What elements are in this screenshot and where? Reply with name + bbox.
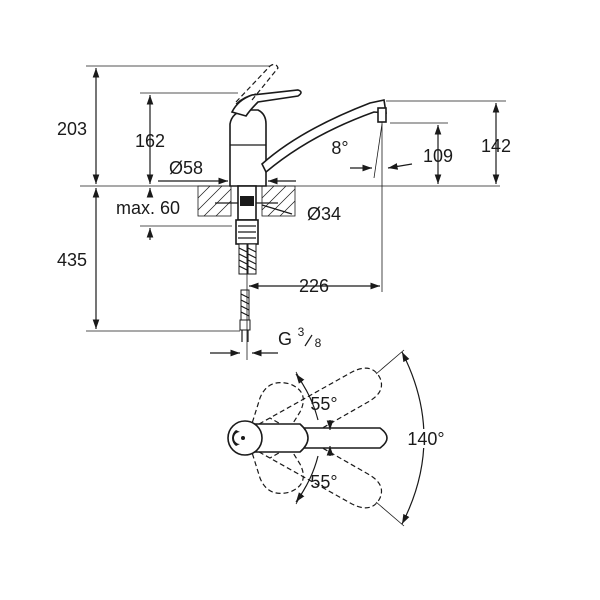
dim-hole-diameter: Ø34 [307,204,341,224]
faucet-body [229,109,267,187]
plan-spout-swivel: 140° [407,429,444,449]
dim-outlet-height: 109 [423,146,453,166]
dim-thread-denominator: 8 [315,336,322,350]
lever-raised-outline [235,63,279,103]
dim-spout-angle: 8° [331,138,348,158]
spout-aerator [377,107,387,123]
side-view: 203 162 Ø58 max. 60 Ø34 435 226 8° [57,63,511,360]
dim-counter-thickness: max. 60 [116,198,180,218]
counter-section-hatch [197,185,296,217]
plan-lever-angle-up: 55° [310,394,337,414]
dim-lever-height: 162 [135,131,165,151]
lever-position-upper [249,382,304,445]
dim-thread-numerator: 3 [298,325,305,339]
plan-view: 55° 55° 140° 140° [227,349,448,527]
dim-total-height: 203 [57,119,87,139]
plan-spout-swivel-label: 140° [407,429,444,449]
dim-thread-prefix: G [278,329,292,349]
mounting-nut [240,196,254,206]
spout-position-upper [251,367,383,459]
spout-position-lower [251,417,383,509]
swivel-arc-140 [401,351,425,525]
dim-spout-reach: 226 [299,276,329,296]
lever-plan [247,423,309,453]
dim-base-diameter: Ø58 [169,158,203,178]
dim-spout-height: 142 [481,136,511,156]
lever-handle [230,89,302,117]
lever-position-lower [249,431,304,494]
supply-hoses [238,243,257,342]
plan-lever-angle-down: 55° [310,472,337,492]
spout [261,99,387,174]
dim-hose-length: 435 [57,250,87,270]
